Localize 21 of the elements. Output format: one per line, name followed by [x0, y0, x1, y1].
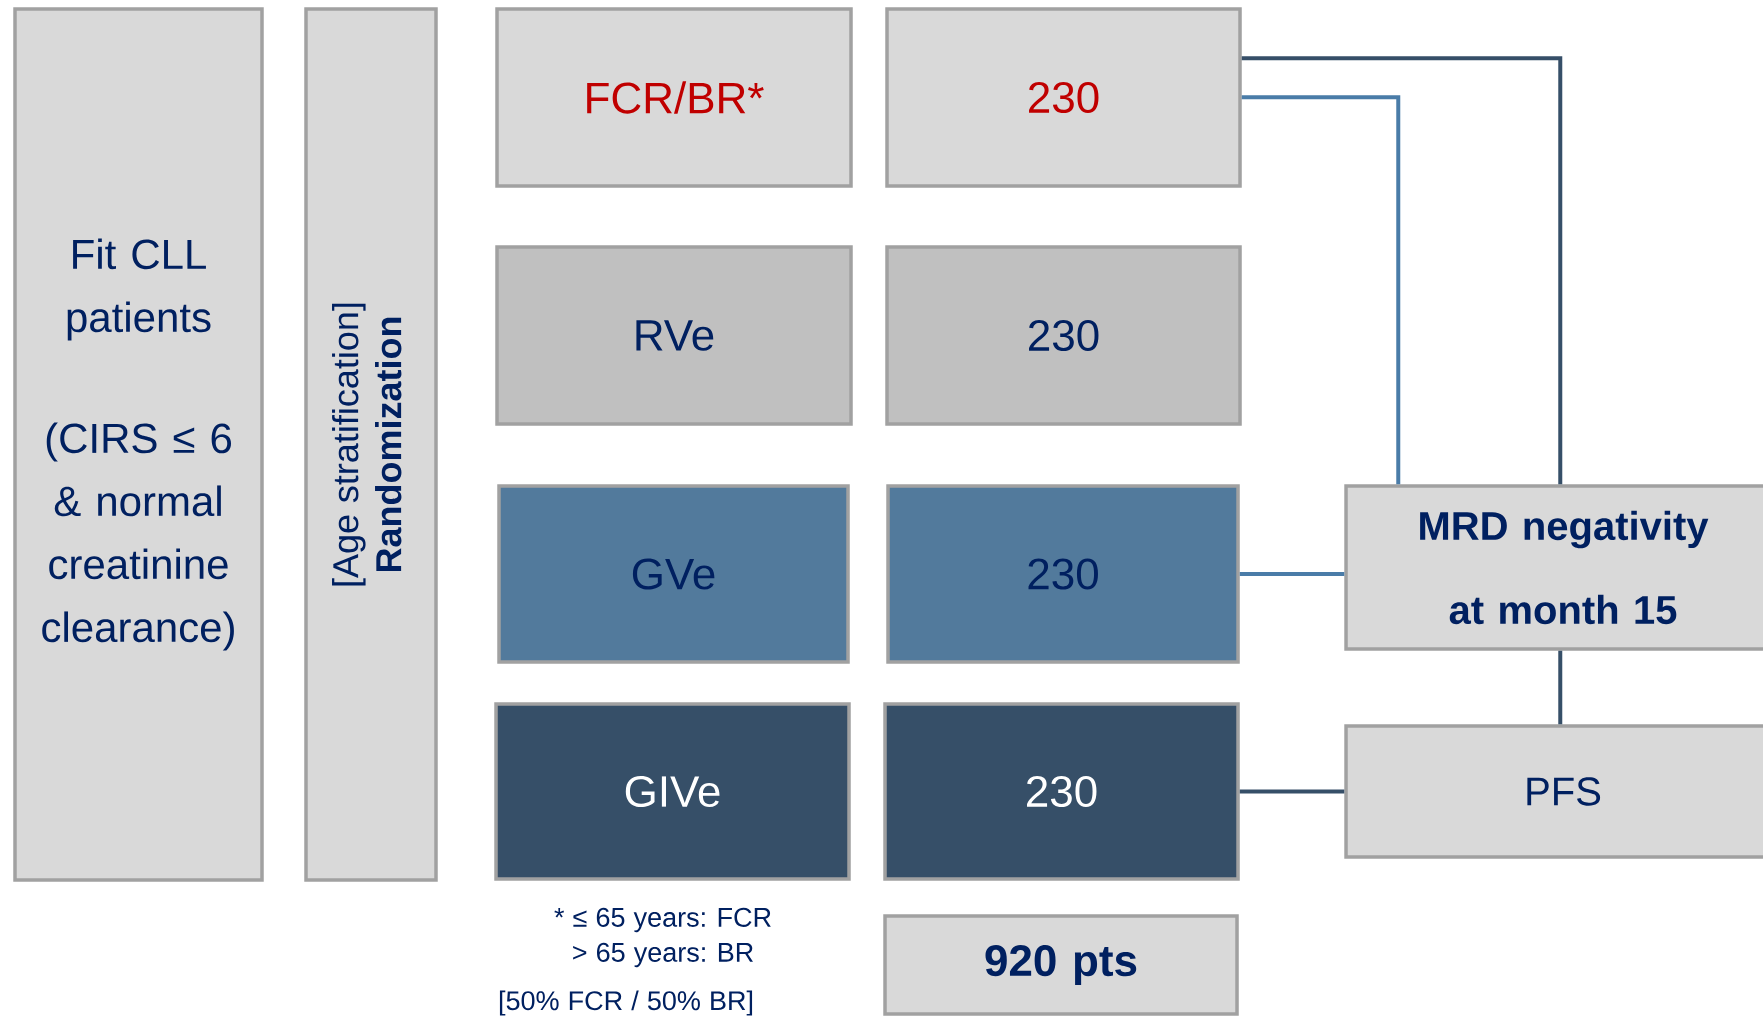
connector-line: [1241, 56, 1563, 485]
footnote-text: [50% FCR / 50% BR]: [499, 990, 753, 1016]
connector-line: [1558, 650, 1563, 725]
arm-box: GIVe: [494, 702, 851, 881]
connector-line: [1239, 572, 1345, 576]
count-box: 230: [883, 702, 1240, 881]
count-box: 230: [885, 7, 1242, 188]
footnote-text: * ≤ 65 years: FCR: [554, 907, 771, 933]
arm-box: RVe: [495, 245, 853, 426]
connector-line: [1241, 95, 1401, 485]
endpoint-box: MRD negativity at month 15: [1344, 484, 1763, 651]
arm-box: GVe: [497, 484, 850, 664]
count-box: 230: [886, 484, 1240, 664]
total-box: 920 pts: [883, 914, 1239, 1016]
endpoint-box: PFS: [1344, 724, 1763, 859]
footnote-text: > 65 years: BR: [573, 942, 753, 968]
randomization-bar: [Age stratification] Randomization: [304, 7, 438, 882]
count-box: 230: [885, 245, 1242, 426]
inclusion-box: Fit CLL patients (CIRS ≤ 6 & normal creatinine clearance): [13, 7, 264, 882]
arm-box: FCR/BR*: [495, 7, 853, 188]
connector-line: [1239, 789, 1345, 794]
